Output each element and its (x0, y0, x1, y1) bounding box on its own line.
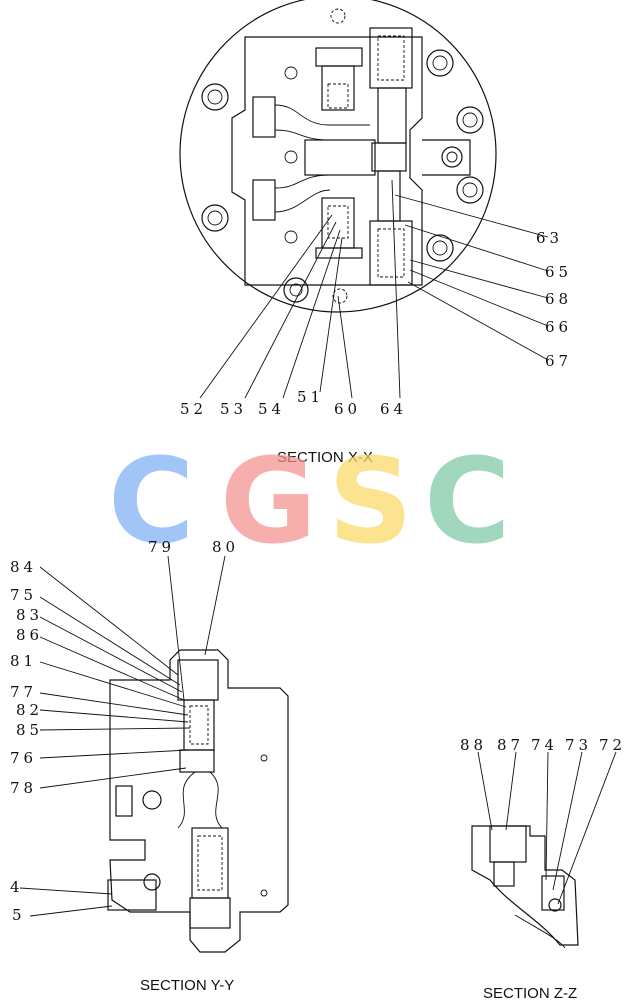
yy-bottom-port (107, 879, 157, 911)
callout-82: 82 (16, 701, 43, 719)
hidden-hole (332, 288, 348, 304)
callout-5: 5 (12, 906, 26, 924)
callout-52: 52 (180, 400, 207, 418)
yy-passage (177, 771, 196, 829)
yy-top-plug (177, 659, 219, 701)
small-hole (284, 150, 298, 164)
leaders-yy (19, 555, 226, 917)
valve-body-outline (231, 36, 423, 286)
callout-51: 51 (297, 388, 324, 406)
callout-78: 78 (10, 779, 37, 797)
callout-72: 72 (599, 736, 626, 754)
callouts-zz: 88 87 74 73 72 (460, 736, 626, 754)
callout-60: 60 (334, 400, 361, 418)
callout-73: 73 (565, 736, 592, 754)
callout-68: 68 (545, 290, 572, 308)
section-zz-title: SECTION Z-Z (483, 985, 577, 1000)
callout-88: 88 (460, 736, 487, 754)
leaders-zz (477, 751, 617, 905)
watermark-letter-s: S (328, 432, 413, 570)
callout-64: 64 (380, 400, 407, 418)
leaders-xx (199, 179, 549, 399)
center-bore (304, 139, 376, 176)
passage (274, 129, 370, 141)
yy-body-outline (109, 649, 289, 953)
small-hole (284, 230, 298, 244)
callout-54: 54 (258, 400, 285, 418)
callout-81: 81 (10, 652, 37, 670)
watermark-letter-c2: C (424, 432, 511, 570)
callout-4: 4 (10, 878, 24, 896)
callout-53: 53 (220, 400, 247, 418)
passage (274, 104, 370, 126)
small-hole (284, 66, 298, 80)
callout-67: 67 (545, 352, 572, 370)
watermark-logo: C G S C (108, 432, 511, 570)
upper-cartridge-cap (315, 47, 363, 67)
yy-upper-cartridge (183, 699, 215, 751)
zz-plug (489, 825, 527, 863)
zz-curve (514, 914, 566, 949)
right-spool (377, 87, 407, 144)
left-port-upper (252, 96, 276, 138)
callout-86: 86 (16, 626, 43, 644)
section-xx-title: SECTION X-X (277, 449, 373, 466)
right-lower-cylinder (369, 220, 413, 286)
callout-84: 84 (10, 558, 37, 576)
callout-74: 74 (531, 736, 558, 754)
callout-63: 63 (536, 229, 563, 247)
callout-76: 76 (10, 749, 37, 767)
watermark-letter-c1: C (108, 432, 195, 570)
callout-66: 66 (545, 318, 572, 336)
section-xx-drawing (179, 0, 497, 313)
zz-small-valve (541, 875, 565, 911)
yy-passage (209, 771, 223, 829)
callout-65: 65 (545, 263, 572, 281)
hidden-hole (330, 8, 346, 24)
callout-75: 75 (10, 586, 37, 604)
callout-83: 83 (16, 606, 43, 624)
callouts-yy: 79 80 84 75 83 86 81 77 82 85 76 78 4 5 (10, 538, 239, 924)
yy-lower-cartridge (191, 827, 229, 899)
callout-80: 80 (212, 538, 239, 556)
callout-77: 77 (10, 683, 37, 701)
section-yy-title: SECTION Y-Y (140, 977, 234, 994)
callouts-xx: 63 65 68 66 67 52 53 54 51 60 64 (180, 229, 572, 418)
watermark-letter-g: G (220, 432, 317, 570)
passage (274, 174, 370, 189)
housing-bolts (201, 49, 484, 303)
zz-body-outline (471, 825, 579, 946)
right-lug (422, 139, 471, 176)
callout-79: 79 (148, 538, 175, 556)
passage (274, 189, 331, 213)
yy-side-port (115, 785, 133, 817)
section-yy-drawing (107, 649, 289, 953)
left-port-lower (252, 179, 276, 221)
callout-85: 85 (16, 721, 43, 739)
upper-cartridge (321, 65, 355, 111)
section-zz-drawing (471, 825, 579, 949)
housing-outer-circle (179, 0, 497, 313)
right-lower-spool (377, 170, 401, 222)
callout-87: 87 (497, 736, 524, 754)
